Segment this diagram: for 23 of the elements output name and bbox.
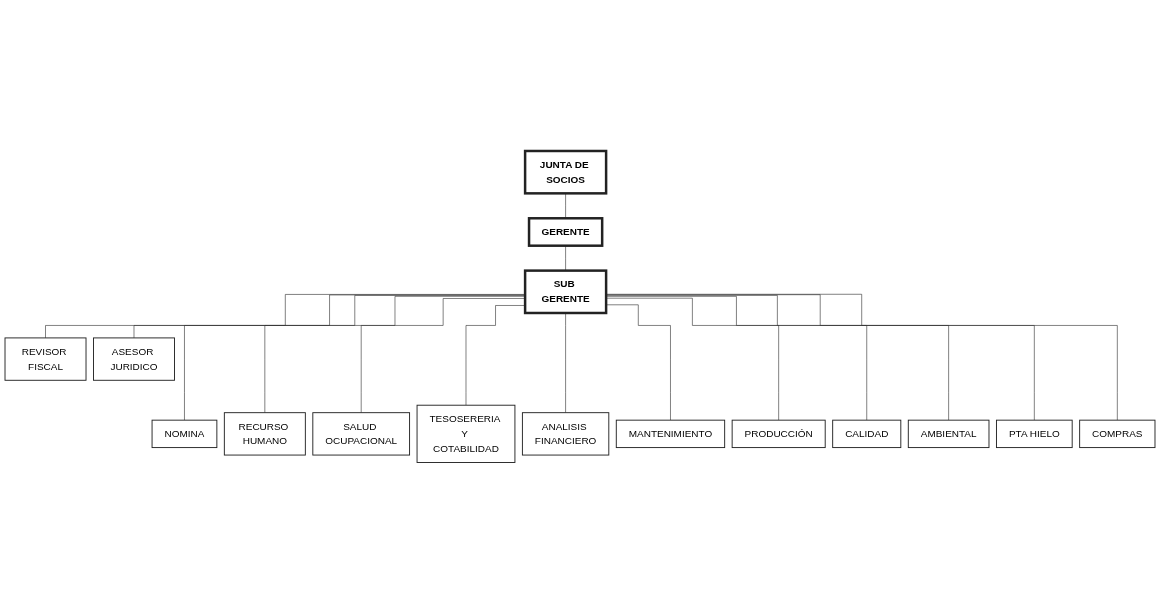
node-box: AMBIENTAL: [907, 419, 990, 449]
node-box: REVISOR FISCAL: [4, 337, 87, 381]
node-box: ASESOR JURIDICO: [93, 337, 175, 381]
node-box: PTA HIELO: [996, 419, 1073, 449]
node-box: SALUD OCUPACIONAL: [312, 412, 411, 456]
node-box: COMPRAS: [1079, 419, 1156, 449]
node-box: JUNTA DE SOCIOS: [523, 149, 608, 195]
connector: [264, 296, 526, 414]
node-box: TESOSERERIA Y COTABILIDAD: [416, 404, 516, 464]
connector: [184, 295, 526, 421]
node-box: ANALISIS FINANCIERO: [521, 412, 610, 456]
node-box: MANTENIMIENTO: [615, 419, 726, 449]
connector: [133, 294, 526, 339]
connector: [360, 298, 526, 414]
node-box: CALIDAD: [832, 419, 902, 449]
node-box: GERENTE: [527, 217, 604, 248]
node-box: RECURSO HUMANO: [223, 412, 306, 456]
connector: [565, 193, 566, 219]
node-box: SUB GERENTE: [523, 269, 608, 315]
connector: [465, 305, 526, 406]
node-box: NOMINA: [151, 419, 218, 449]
node-box: PRODUCCIÓN: [731, 419, 826, 449]
connector: [45, 294, 526, 339]
